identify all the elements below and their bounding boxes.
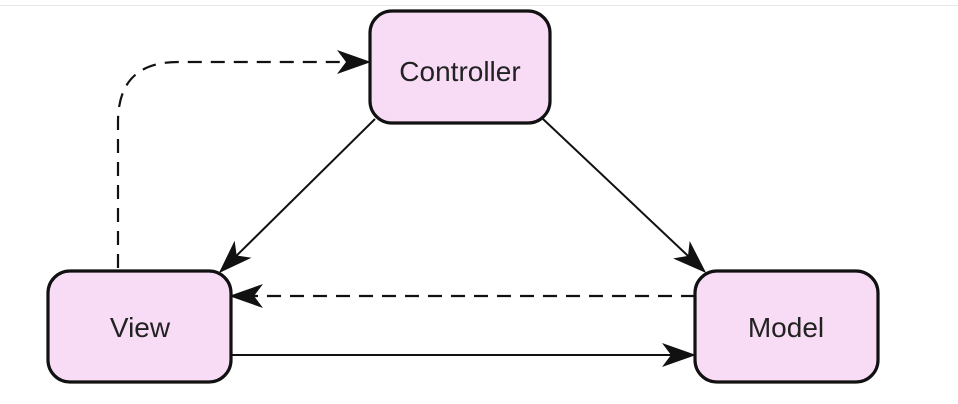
node-view-box (46, 269, 233, 384)
node-model: Model (693, 269, 880, 384)
top-divider (0, 0, 958, 6)
edge-view-to-controller (116, 50, 371, 268)
node-model-label: Model (748, 312, 824, 343)
node-view-label: View (110, 312, 171, 343)
edge-controller-to-view (218, 118, 376, 274)
edges (116, 50, 707, 367)
node-controller-box (368, 9, 552, 125)
edge-controller-to-model (542, 118, 707, 274)
node-model-box (693, 269, 880, 384)
node-controller: Controller (368, 9, 552, 125)
node-view: View (46, 269, 233, 384)
node-controller-label: Controller (399, 56, 520, 87)
